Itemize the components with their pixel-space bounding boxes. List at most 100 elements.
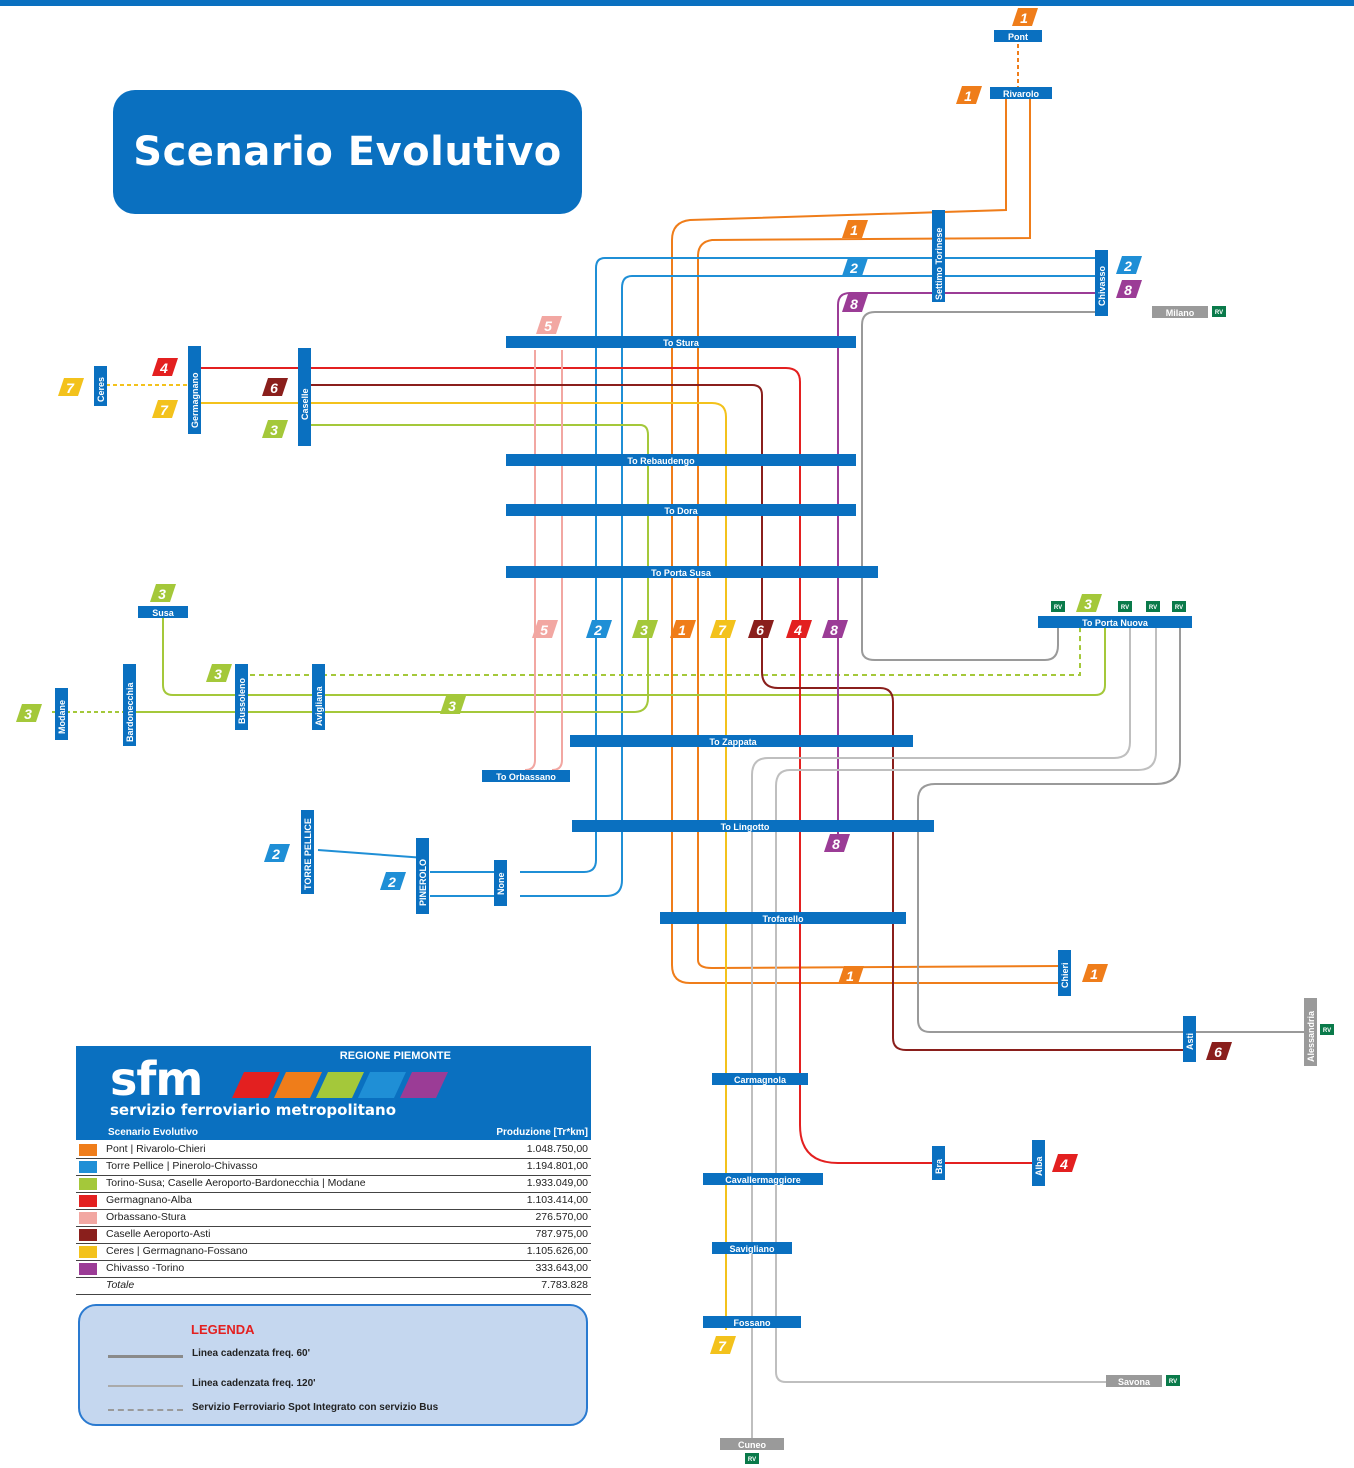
station-to-lingotto[interactable]: To Lingotto <box>721 822 770 832</box>
station-asti[interactable]: Asti <box>1185 1033 1195 1050</box>
station-savigliano[interactable]: Savigliano <box>729 1244 775 1254</box>
top-bar <box>0 0 1354 6</box>
station-caselle[interactable]: Caselle <box>300 388 310 420</box>
svg-text:8: 8 <box>830 622 838 638</box>
badge-3-mid2: 3 <box>632 620 658 638</box>
badge-8-chivasso: 8 <box>1116 280 1142 298</box>
badge-2-torre: 2 <box>264 844 290 862</box>
station-carmagnola[interactable]: Carmagnola <box>734 1075 787 1085</box>
station-to-porta-nuova[interactable]: To Porta Nuova <box>1082 618 1149 628</box>
station-alessandria[interactable]: Alessandria <box>1306 1010 1316 1062</box>
svg-text:8: 8 <box>850 296 858 312</box>
station-cuneo[interactable]: Cuneo <box>738 1440 767 1450</box>
svg-text:1: 1 <box>846 968 854 984</box>
badge-6-caselle: 6 <box>262 378 288 396</box>
station-avigliana[interactable]: Avigliana <box>314 685 324 726</box>
region-label: REGIONE PIEMONTE <box>339 1050 451 1062</box>
svg-text:6: 6 <box>270 380 278 396</box>
station-chieri[interactable]: Chieri <box>1060 962 1070 988</box>
line-6-swatch <box>79 1229 97 1241</box>
line-2-torre <box>317 849 426 859</box>
svg-text:2: 2 <box>1123 258 1132 274</box>
badge-7-germagnano: 7 <box>152 400 178 418</box>
badge-4-germagnano: 4 <box>152 358 178 376</box>
legend-item-spot: Servizio Ferroviario Spot Integrato con … <box>108 1402 568 1416</box>
panel-header: sfm REGIONE PIEMONTE servizio ferroviari… <box>76 1046 591 1126</box>
row-name: Torre Pellice | Pinerolo-Chivasso <box>106 1160 258 1172</box>
rv-pn-2: RV <box>1121 605 1129 611</box>
svg-text:4: 4 <box>159 360 168 376</box>
svg-text:3: 3 <box>158 586 166 602</box>
badge-2-pinerolo: 2 <box>380 872 406 890</box>
station-germagnano[interactable]: Germagnano <box>190 372 200 428</box>
station-to-dora[interactable]: To Dora <box>664 506 698 516</box>
svg-text:8: 8 <box>832 836 840 852</box>
svg-text:3: 3 <box>24 706 32 722</box>
row-name: Chivasso -Torino <box>106 1262 185 1274</box>
station-trofarello[interactable]: Trofarello <box>762 914 804 924</box>
legend-line-120 <box>108 1385 183 1387</box>
row-value: 333.643,00 <box>535 1262 588 1274</box>
station-to-porta-susa[interactable]: To Porta Susa <box>651 568 712 578</box>
legend-text: Linea cadenzata freq. 120' <box>192 1378 316 1389</box>
station-chivasso[interactable]: Chivasso <box>1097 265 1107 306</box>
station-to-orbassano[interactable]: To Orbassano <box>496 772 556 782</box>
svg-text:3: 3 <box>448 698 456 714</box>
svg-text:5: 5 <box>544 318 552 334</box>
legend-title: LEGENDA <box>191 1322 255 1337</box>
svg-text:2: 2 <box>271 846 280 862</box>
legend-line-60 <box>108 1355 183 1358</box>
badge-3-mid: 3 <box>440 696 466 714</box>
svg-text:7: 7 <box>160 402 169 418</box>
station-pont[interactable]: Pont <box>1008 32 1028 42</box>
rv-milano: RV <box>1215 310 1223 316</box>
station-susa[interactable]: Susa <box>152 608 175 618</box>
svg-text:1: 1 <box>850 222 858 238</box>
station-pinerolo[interactable]: PINEROLO <box>418 859 428 906</box>
rv-savona: RV <box>1169 1379 1177 1385</box>
station-to-zappata[interactable]: To Zappata <box>709 737 757 747</box>
station-torre-pellice[interactable]: TORRE PELLICE <box>303 818 313 890</box>
station-bardonecchia[interactable]: Bardonecchia <box>125 681 135 742</box>
svg-text:7: 7 <box>718 622 727 638</box>
badge-8-mid: 8 <box>822 620 848 638</box>
total-value: 7.783.828 <box>541 1279 588 1291</box>
station-alba[interactable]: Alba <box>1034 1156 1044 1176</box>
vertical-stations: Settimo Torinese Chivasso Germagnano Cas… <box>55 210 1317 1186</box>
badge-6-mid: 6 <box>748 620 774 638</box>
svg-text:2: 2 <box>593 622 602 638</box>
station-fossano[interactable]: Fossano <box>733 1318 771 1328</box>
station-settimo[interactable]: Settimo Torinese <box>934 228 944 300</box>
station-modane[interactable]: Modane <box>57 700 67 734</box>
badge-8-lingotto: 8 <box>824 834 850 852</box>
rv-cuneo: RV <box>748 1457 756 1463</box>
station-rivarolo[interactable]: Rivarolo <box>1003 89 1040 99</box>
line-8-path <box>837 292 1100 835</box>
row-value: 787.975,00 <box>535 1228 588 1240</box>
badge-3-modane: 3 <box>16 704 42 722</box>
line-8-swatch <box>79 1263 97 1275</box>
badge-5-top: 5 <box>536 316 562 334</box>
row-value: 1.933.049,00 <box>526 1177 588 1189</box>
station-none[interactable]: None <box>496 873 506 896</box>
sfm-logo: sfm <box>110 1052 203 1106</box>
row-value: 1.048.750,00 <box>526 1143 588 1155</box>
station-savona[interactable]: Savona <box>1118 1377 1151 1387</box>
badge-3-caselle: 3 <box>262 420 288 438</box>
station-ceres[interactable]: Ceres <box>96 377 106 402</box>
station-cavallermaggiore[interactable]: Cavallermaggiore <box>725 1175 801 1185</box>
station-bra[interactable]: Bra <box>934 1158 944 1174</box>
station-to-stura[interactable]: To Stura <box>663 338 700 348</box>
line-color-stripes <box>232 1072 448 1098</box>
badge-7-fossano: 7 <box>710 1336 736 1354</box>
station-bussoleno[interactable]: Bussoleno <box>237 677 247 724</box>
svg-text:5: 5 <box>540 622 548 638</box>
table-row: Chivasso -Torino 333.643,00 <box>76 1261 591 1278</box>
badge-3-bussoleno: 3 <box>206 664 232 682</box>
line-3-susa <box>162 618 1106 696</box>
station-to-rebaudengo[interactable]: To Rebaudengo <box>627 456 695 466</box>
badge-7-mid: 7 <box>710 620 736 638</box>
station-milano[interactable]: Milano <box>1166 308 1195 318</box>
badge-1-rivarolo: 1 <box>956 86 982 104</box>
